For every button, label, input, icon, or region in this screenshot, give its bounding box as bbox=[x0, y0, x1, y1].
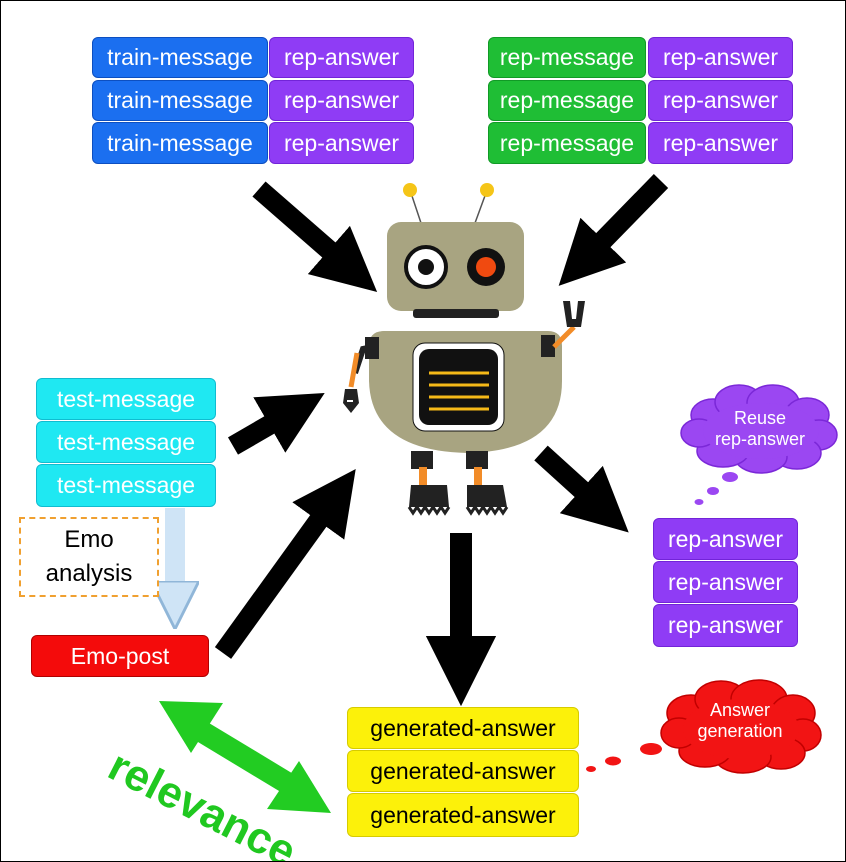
train-message-box: train-message bbox=[92, 80, 268, 121]
generation-cloud-label: Answer generation bbox=[681, 700, 799, 742]
thought-cloud-icon bbox=[680, 384, 838, 505]
reuse-cloud-label: Reuse rep-answer bbox=[701, 408, 819, 450]
rep-answer-output-box: rep-answer bbox=[653, 518, 798, 560]
emo-analysis-box: Emo analysis bbox=[19, 517, 159, 597]
thought-cloud-icon bbox=[586, 679, 822, 774]
rep-message-box: rep-message bbox=[488, 122, 646, 164]
arrow-rep-to-robot bbox=[558, 174, 669, 286]
relevance-double-arrow bbox=[159, 701, 331, 813]
test-message-box: test-message bbox=[36, 464, 216, 507]
rep-answer-box: rep-answer bbox=[648, 37, 793, 78]
rep-answer-output-box: rep-answer bbox=[653, 561, 798, 603]
generation-cloud-line1: Answer bbox=[709, 700, 771, 720]
reuse-cloud-line1: Reuse bbox=[733, 408, 787, 428]
rep-answer-output-box: rep-answer bbox=[653, 604, 798, 647]
train-message-box: train-message bbox=[92, 37, 268, 78]
test-message-box: test-message bbox=[36, 421, 216, 463]
rep-answer-box: rep-answer bbox=[648, 122, 793, 164]
emo-post-box: Emo-post bbox=[31, 635, 209, 677]
emo-analysis-line1: Emo bbox=[64, 526, 114, 553]
rep-answer-box: rep-answer bbox=[269, 80, 414, 121]
generated-answer-box: generated-answer bbox=[347, 707, 579, 749]
generation-cloud-line2: generation bbox=[697, 721, 783, 741]
arrow-emopost-to-robot bbox=[214, 469, 356, 659]
arrow-robot-to-repanswer bbox=[534, 445, 629, 533]
reuse-cloud-line2: rep-answer bbox=[714, 429, 806, 449]
generated-answer-box: generated-answer bbox=[347, 750, 579, 792]
emo-analysis-line2: analysis bbox=[45, 560, 133, 587]
rep-answer-box: rep-answer bbox=[269, 37, 414, 78]
arrow-test-to-robot bbox=[227, 392, 325, 455]
rep-answer-box: rep-answer bbox=[269, 122, 414, 164]
train-message-box: train-message bbox=[92, 122, 268, 164]
robot-icon bbox=[343, 183, 585, 516]
test-message-box: test-message bbox=[36, 378, 216, 420]
arrow-train-to-robot bbox=[252, 181, 378, 293]
generated-answer-box: generated-answer bbox=[347, 793, 579, 837]
rep-answer-box: rep-answer bbox=[648, 80, 793, 121]
rep-message-box: rep-message bbox=[488, 80, 646, 121]
rep-message-box: rep-message bbox=[488, 37, 646, 78]
